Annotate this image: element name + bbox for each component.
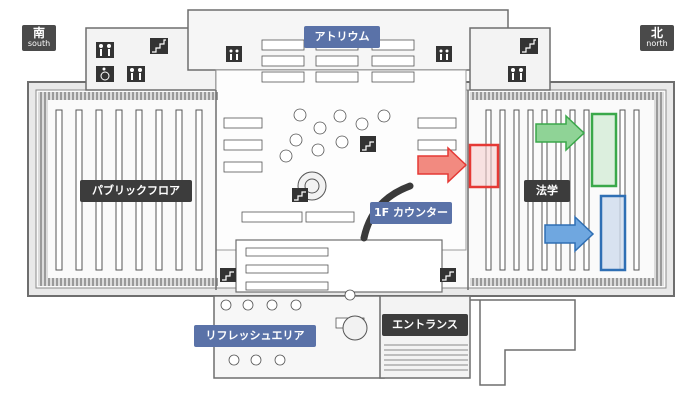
area-label-entrance[interactable]: エントランス — [382, 314, 468, 336]
stairs-icon — [150, 38, 168, 54]
arrow-right-icon — [544, 215, 595, 253]
restroom-icon — [127, 66, 145, 82]
compass-north-en: north — [646, 39, 668, 48]
round-tables — [220, 108, 391, 366]
stairs-icon — [440, 268, 456, 282]
area-label-law[interactable]: 法学 — [524, 180, 570, 202]
compass-south-kanji: 南 — [32, 26, 45, 40]
wheelchair-icon — [96, 66, 114, 82]
compass-north-kanji: 北 — [650, 26, 663, 40]
restroom-icon — [508, 66, 526, 82]
arrow-right-icon — [417, 146, 468, 184]
area-label-public-floor[interactable]: パブリックフロア — [80, 180, 192, 202]
elevator-icon — [226, 46, 242, 62]
restroom-icon — [96, 42, 114, 58]
area-label-counter[interactable]: 1F カウンター — [370, 202, 452, 224]
highlight-blue-zone[interactable] — [599, 194, 627, 272]
compass-north: 北 north — [640, 25, 674, 51]
compass-south: 南 south — [22, 25, 56, 51]
highlight-green-zone[interactable] — [590, 112, 618, 188]
elevator-icon — [436, 46, 452, 62]
stairs-icon — [292, 188, 308, 202]
stairs-icon — [220, 268, 236, 282]
stairs-icon — [360, 136, 376, 152]
compass-south-en: south — [27, 39, 51, 48]
arrow-right-icon — [535, 114, 586, 152]
highlight-red-zone[interactable] — [468, 143, 500, 189]
stairs-icon — [520, 38, 538, 54]
area-label-atrium[interactable]: アトリウム — [304, 26, 380, 48]
area-label-refresh[interactable]: リフレッシュエリア — [194, 325, 316, 347]
